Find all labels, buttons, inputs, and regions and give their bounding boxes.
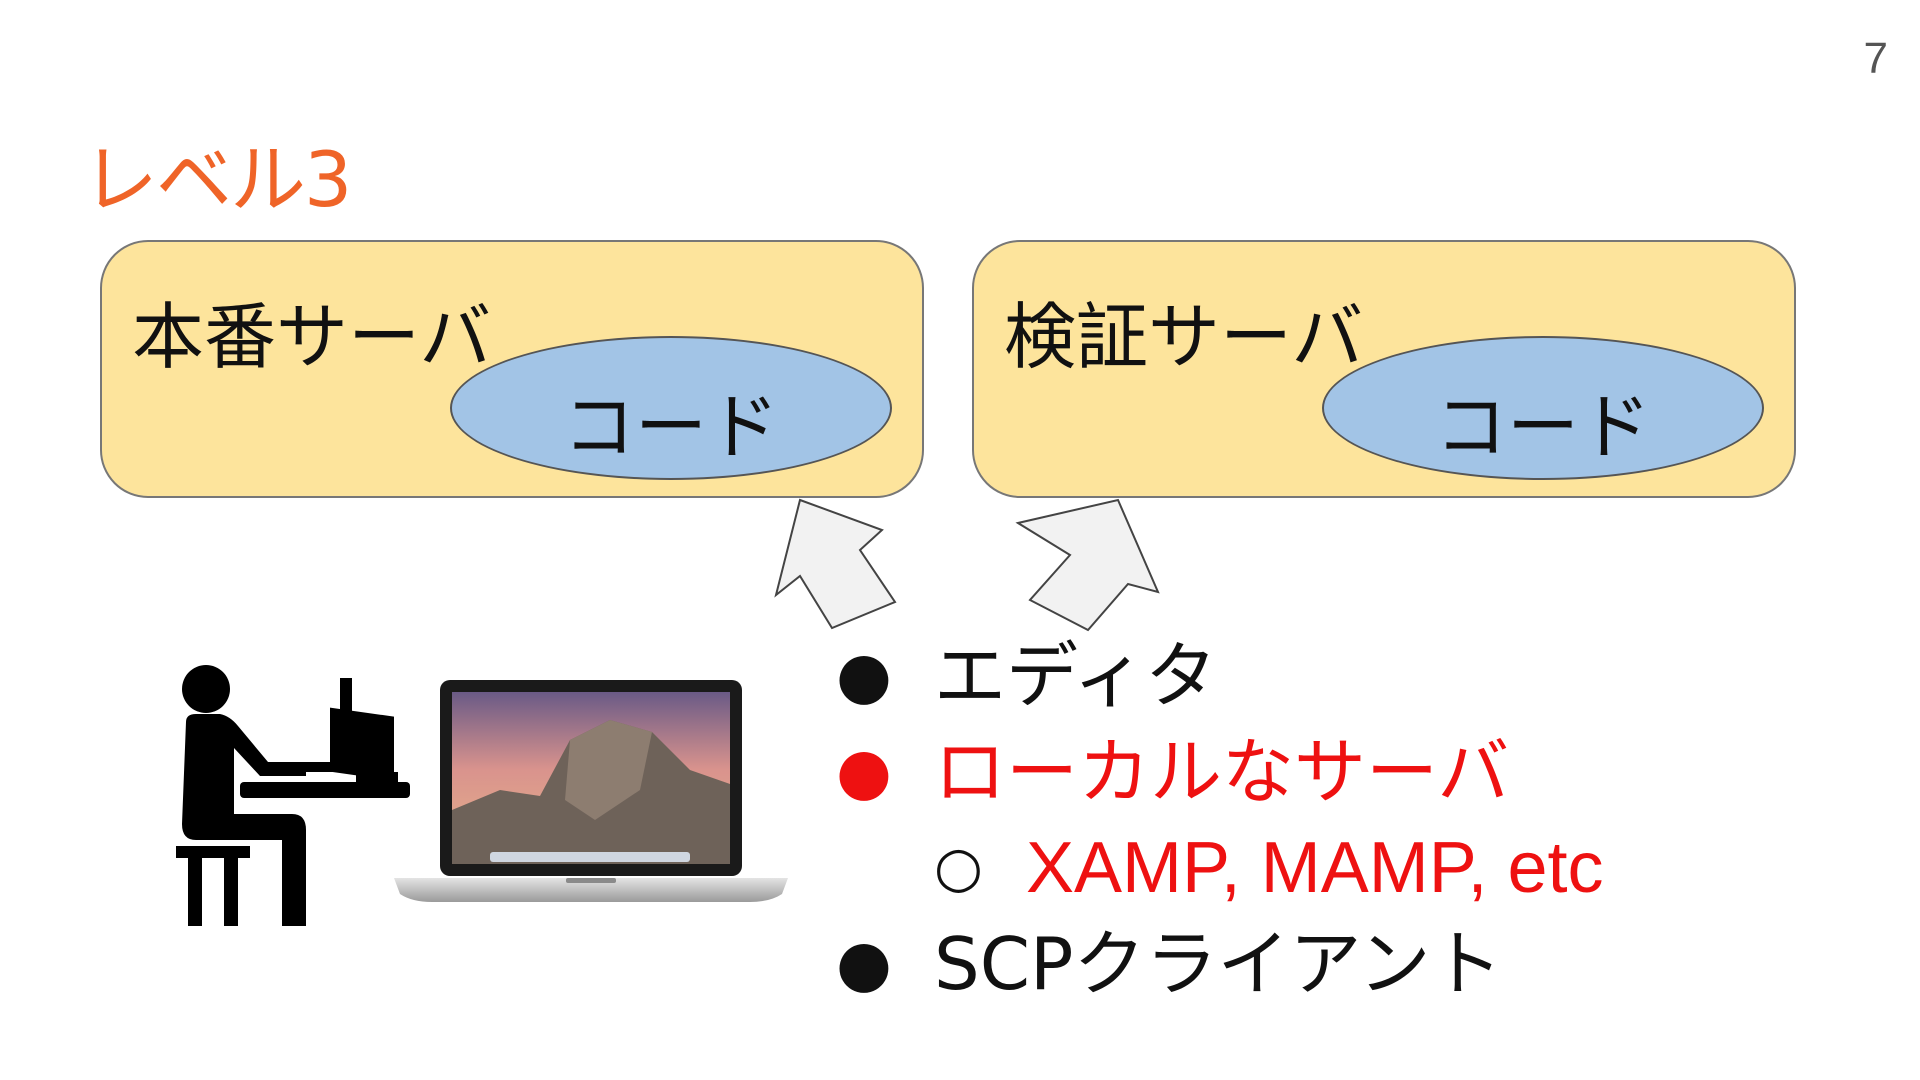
production-code-label: コード [562,385,779,469]
laptop-icon [394,680,788,902]
production-code-ellipse: コード [450,336,892,480]
bullet-icon: ● [836,927,892,1001]
list-item: ● ローカルなサーバ [836,728,1896,824]
sub-bullet-icon: ○ [934,835,983,900]
bullet-text: SCPクライアント [934,922,1503,1006]
staging-server-box: 検証サーバ コード [972,240,1796,498]
person-at-computer-icon [176,665,410,926]
bullet-icon: ● [836,639,892,713]
bullet-text: XAMP, MAMP, etc [1026,828,1604,908]
upward-arrow-icon [1015,498,1160,632]
list-item: ● SCPクライアント [836,920,1896,1016]
bullet-text: ローカルなサーバ [934,730,1510,814]
production-server-label: 本番サーバ [132,295,492,379]
bullet-text: エディタ [934,634,1217,718]
slide-title: レベル3 [82,135,352,224]
page-number: 7 [1863,34,1888,83]
production-server-box: 本番サーバ コード [100,240,924,498]
staging-code-label: コード [1434,385,1651,469]
staging-server-label: 検証サーバ [1004,295,1364,379]
staging-code-ellipse: コード [1322,336,1764,480]
bullet-icon: ● [836,735,892,809]
bullet-list: ● エディタ ● ローカルなサーバ ○ XAMP, MAMP, etc ● SC… [836,632,1896,1016]
upward-arrow-icon [774,498,897,630]
list-item: ● エディタ [836,632,1896,728]
list-item: ○ XAMP, MAMP, etc [836,824,1896,920]
